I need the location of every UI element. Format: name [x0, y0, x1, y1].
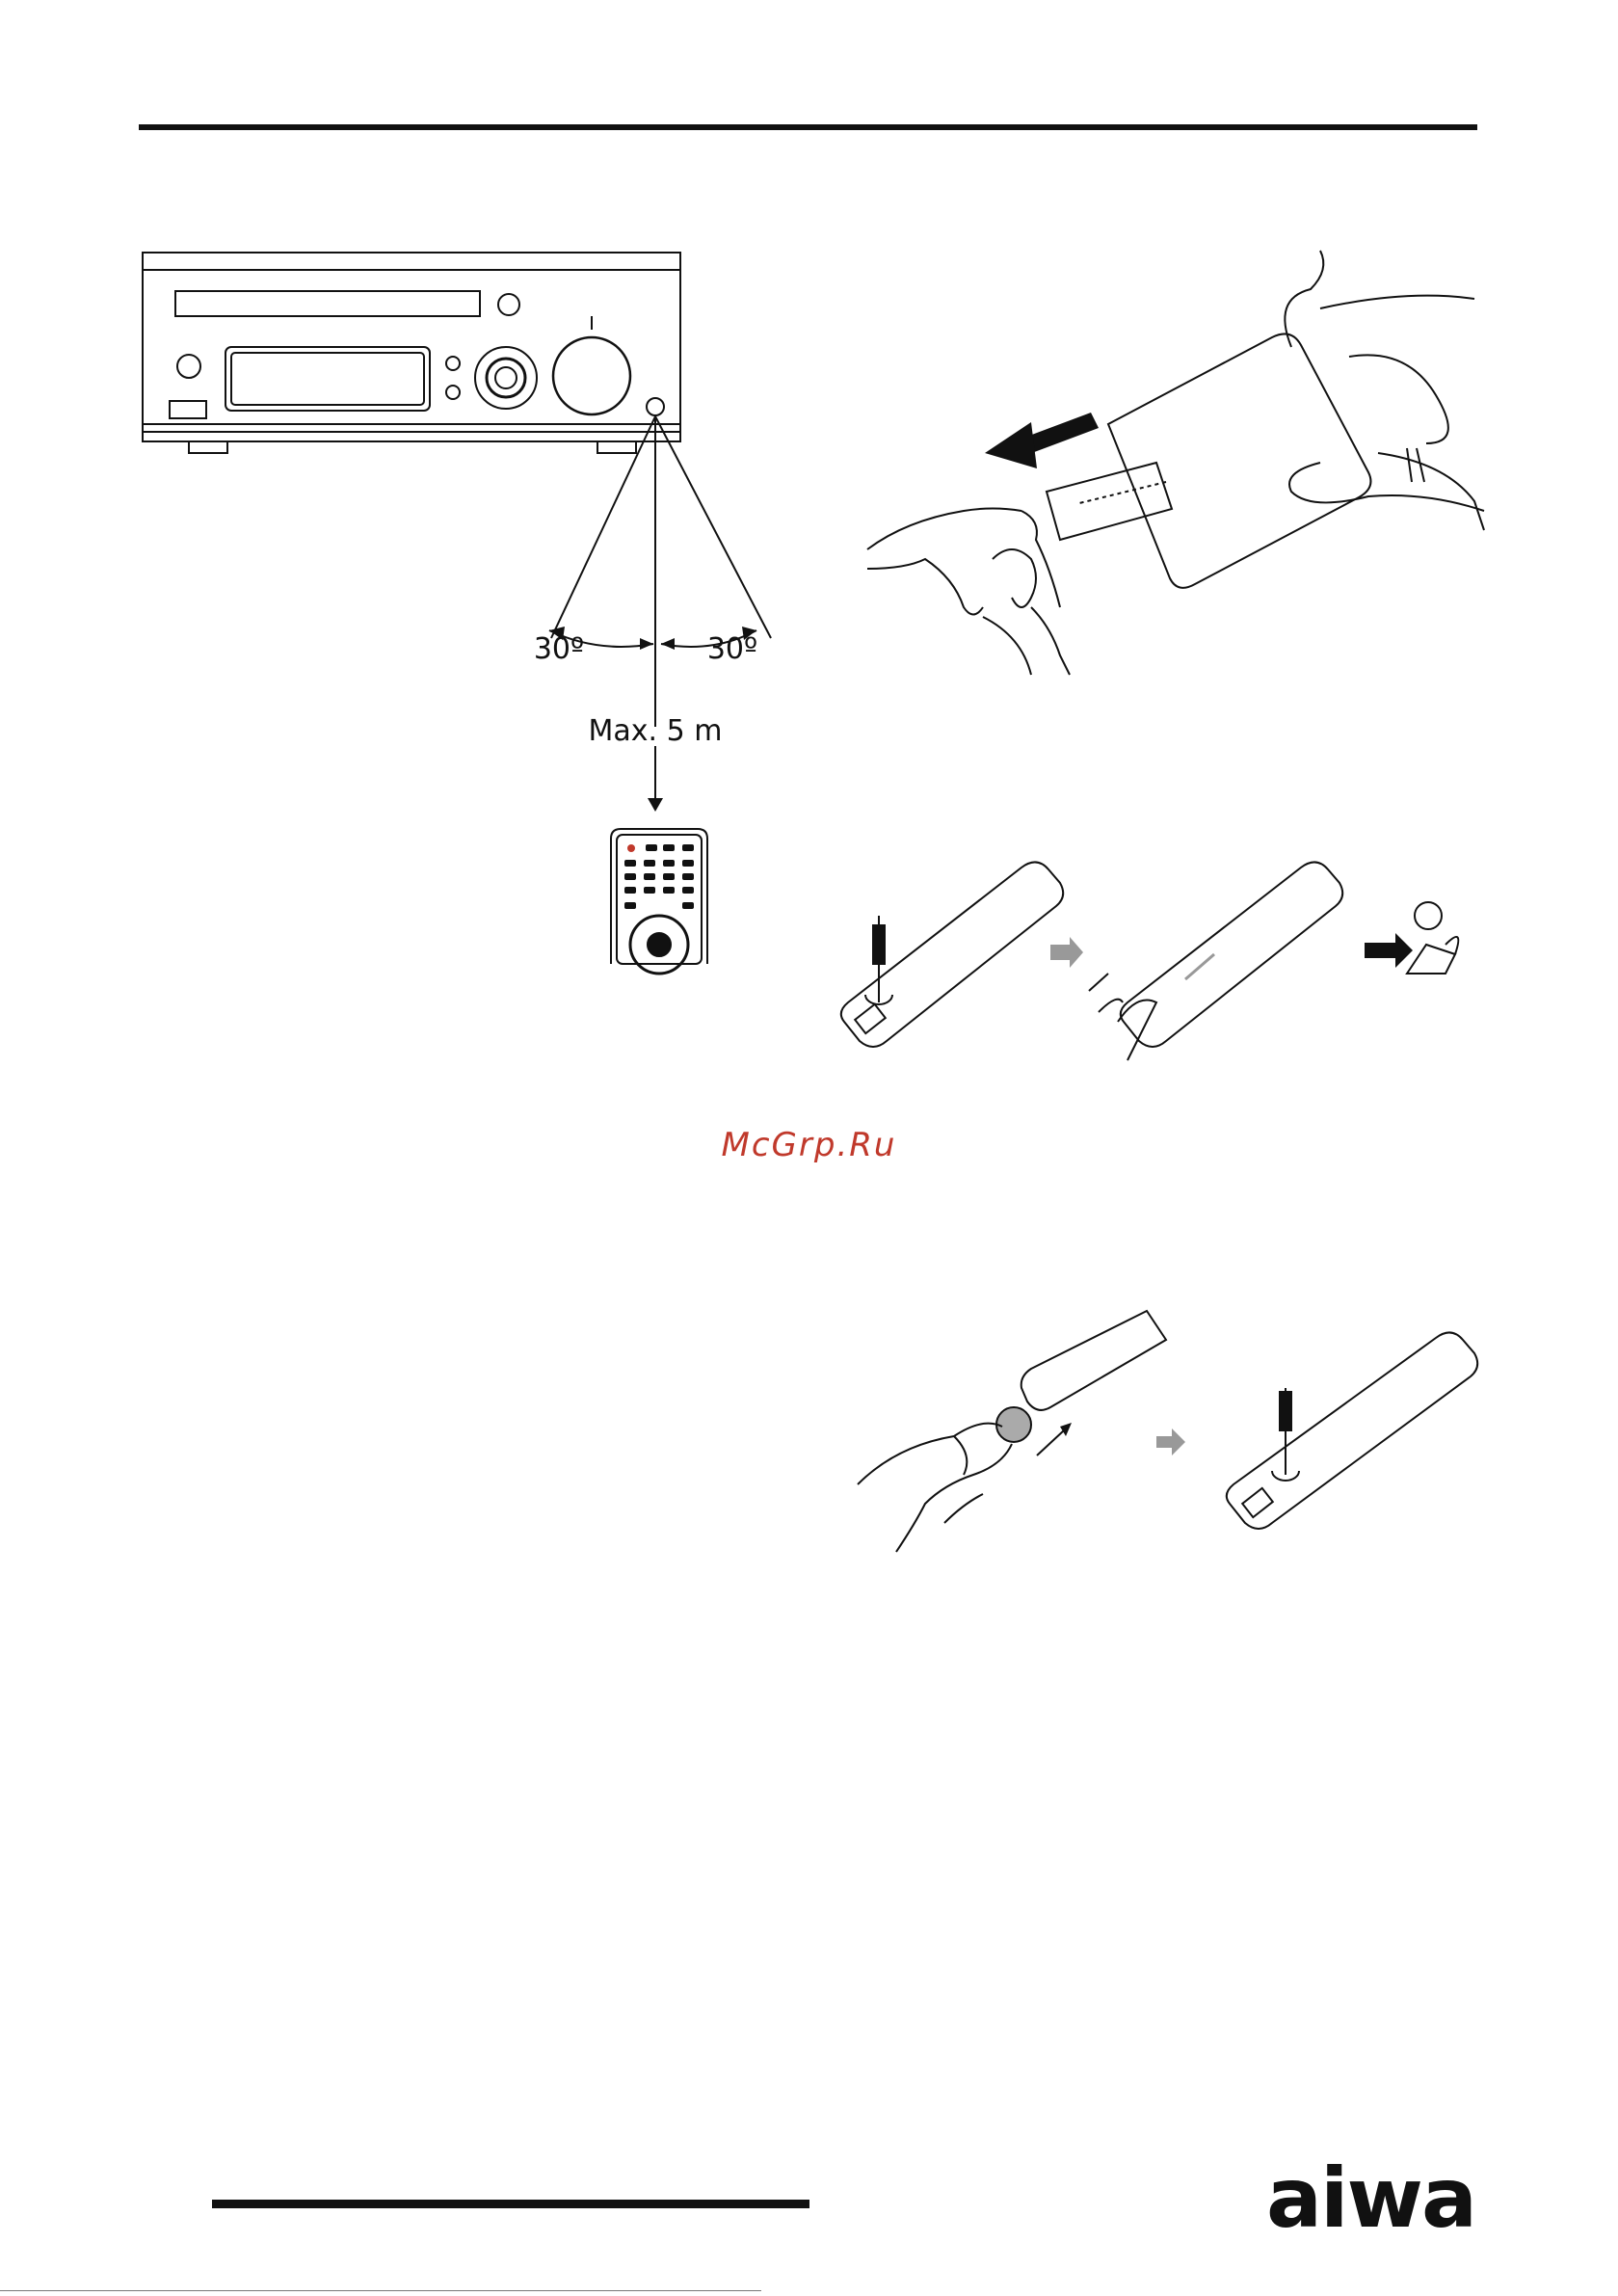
distance-label: Max. 5 m: [589, 714, 723, 748]
top-rule: [139, 124, 1477, 130]
aiwa-logo: aiwa: [1266, 2157, 1475, 2240]
remote-range-figure: 30º 30º Max. 5 m: [135, 241, 809, 974]
ir-sensor: [647, 398, 664, 415]
pull-tab-figure: [867, 251, 1484, 675]
insert-battery-figure: [858, 1330, 1484, 1562]
usb-port: [170, 401, 206, 418]
display-window: [225, 347, 430, 411]
watermark: McGrp.Ru: [0, 1126, 1618, 1164]
open-compartment-figure: [829, 848, 1484, 1060]
bottom-rule: [212, 2200, 809, 2208]
disc-slot: [175, 291, 480, 316]
remote-control-icon: [611, 829, 707, 974]
angle-right-label: 30º: [707, 632, 757, 666]
footer-line: [0, 2290, 761, 2291]
angle-left-label: 30º: [534, 632, 584, 666]
